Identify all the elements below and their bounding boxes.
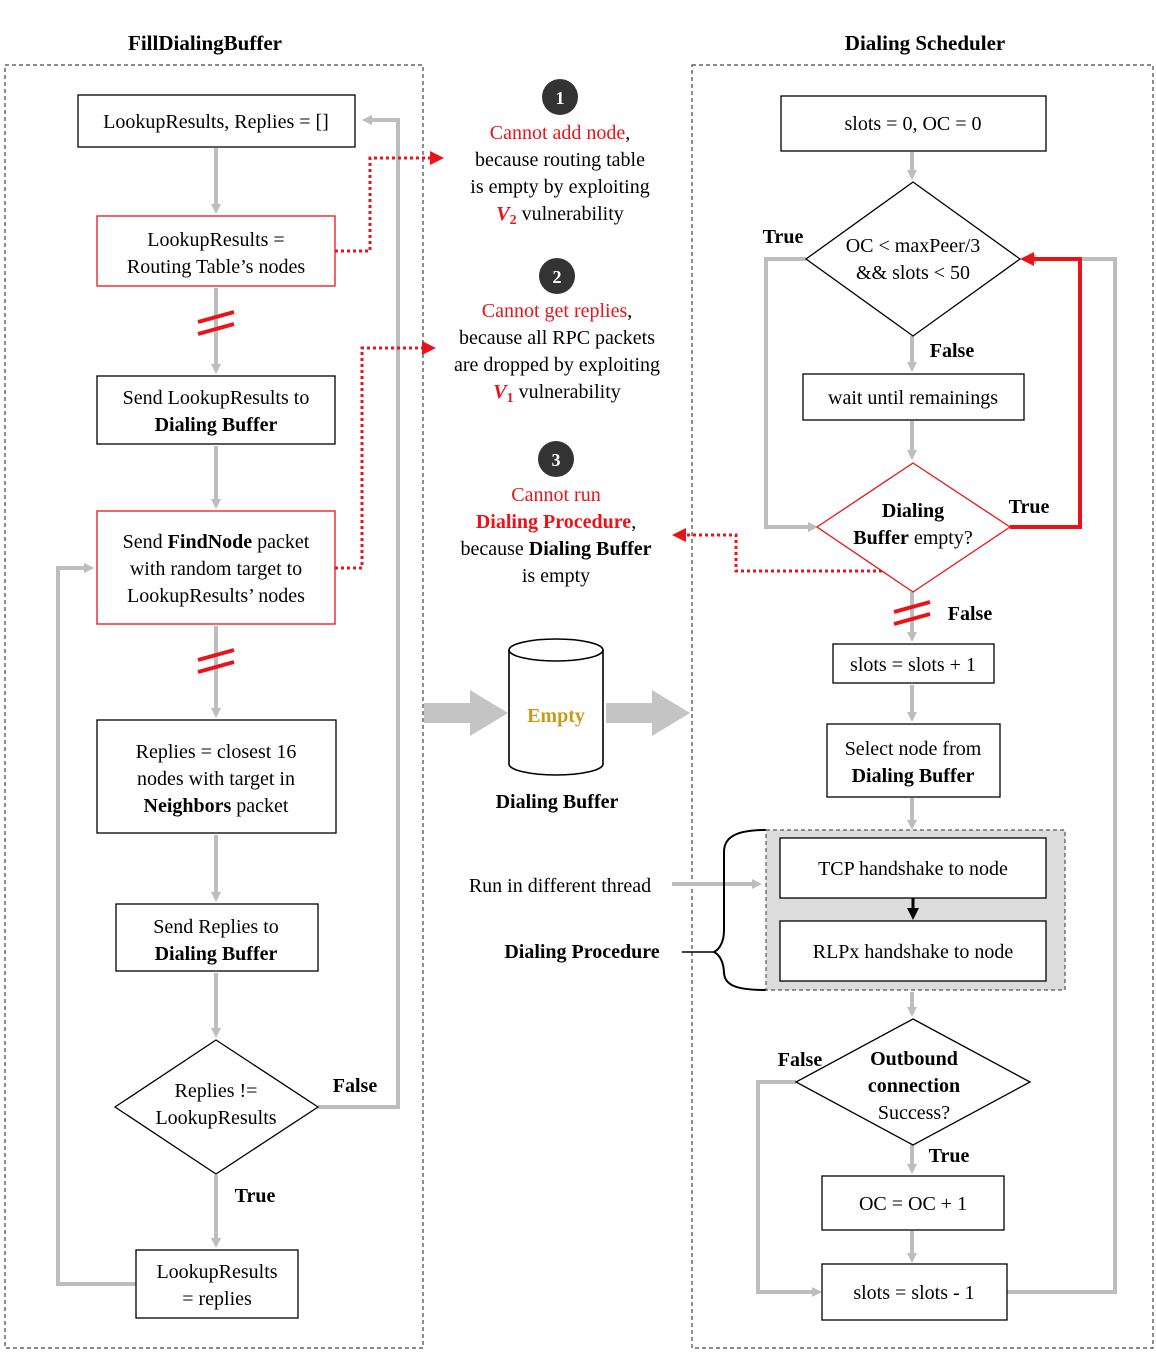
big-arrow-left (424, 690, 508, 736)
svg-text:Dialing Buffer: Dialing Buffer (852, 765, 975, 787)
box-init-left: LookupResults, Replies = [] (77, 94, 356, 148)
svg-text:&& slots < 50: && slots < 50 (856, 262, 970, 284)
break-mark-right (893, 600, 931, 626)
box-replies: Replies = closest 16 nodes with target i… (96, 719, 337, 834)
svg-text:slots = 0, OC = 0: slots = 0, OC = 0 (844, 113, 981, 135)
right-panel-border (691, 64, 1154, 1349)
svg-text:LookupResults =: LookupResults = (147, 229, 284, 251)
label-true-cond: True (763, 226, 804, 248)
box-slots-inc: slots = slots + 1 (832, 643, 995, 684)
svg-text:Outbound: Outbound (870, 1048, 958, 1070)
svg-text:wait until remainings: wait until remainings (828, 387, 998, 409)
svg-text:Dialing: Dialing (882, 500, 944, 522)
label-false-cond: False (930, 340, 975, 362)
box-slots-dec: slots = slots - 1 (821, 1263, 1008, 1321)
svg-text:Dialing Buffer: Dialing Buffer (155, 414, 278, 436)
box-assign-replies: LookupResults = replies (135, 1249, 299, 1319)
diamond-replies-check: Replies != LookupResults (113, 1039, 320, 1175)
svg-text:Dialing Buffer: Dialing Buffer (155, 943, 278, 965)
svg-text:slots = slots + 1: slots = slots + 1 (850, 654, 976, 676)
svg-text:LookupResults: LookupResults (155, 1107, 276, 1129)
true-loop-red (1010, 252, 1082, 529)
svg-text:Replies !=: Replies != (175, 1080, 258, 1102)
dialing-buffer-cylinder: Empty (508, 638, 604, 776)
label-false-left: False (333, 1075, 378, 1097)
svg-text:OC = OC + 1: OC = OC + 1 (859, 1193, 967, 1215)
svg-text:because Dialing Buffer: because Dialing Buffer (460, 538, 651, 560)
break-mark-left-2 (197, 648, 235, 674)
thread-label: Run in different thread (469, 875, 651, 897)
svg-text:are dropped by exploiting: are dropped by exploiting (454, 354, 660, 376)
diamond-buffer-empty: Dialing Buffer empty? (815, 462, 1012, 593)
svg-text:1: 1 (556, 88, 565, 108)
procedure-label: Dialing Procedure (504, 941, 659, 963)
buffer-state-label: Empty (527, 705, 585, 727)
annotation-1: 1 Cannot add node, because routing table… (470, 79, 650, 228)
box-tcp-handshake: TCP handshake to node (779, 837, 1047, 899)
svg-text:Send LookupResults to: Send LookupResults to (123, 387, 310, 409)
svg-text:Replies = closest 16: Replies = closest 16 (136, 741, 297, 763)
svg-text:Cannot add node,: Cannot add node, (490, 122, 631, 144)
left-panel-border (4, 64, 424, 1349)
svg-text:3: 3 (552, 450, 561, 470)
svg-text:TCP handshake to node: TCP handshake to node (818, 858, 1008, 880)
svg-text:nodes with target in: nodes with target in (137, 768, 295, 790)
svg-text:slots = slots - 1: slots = slots - 1 (853, 1282, 974, 1304)
svg-text:because all RPC packets: because all RPC packets (459, 327, 655, 349)
big-arrow-right (606, 690, 690, 736)
svg-text:LookupResults, Replies = []: LookupResults, Replies = [] (103, 111, 329, 133)
diamond-outbound-success: Outbound connection Success? (794, 1018, 1032, 1146)
svg-text:with random target to: with random target to (130, 558, 302, 580)
box-rlpx-handshake: RLPx handshake to node (779, 920, 1047, 982)
label-false-outbound: False (778, 1049, 823, 1071)
svg-text:Routing Table’s nodes: Routing Table’s nodes (127, 256, 305, 278)
svg-text:is empty by exploiting: is empty by exploiting (470, 176, 649, 198)
label-true-empty: True (1009, 496, 1050, 518)
svg-text:is empty: is empty (522, 565, 590, 587)
box-select-node: Select node from Dialing Buffer (826, 723, 1001, 798)
box-findnode: Send FindNode packet with random target … (96, 510, 336, 625)
svg-text:OC < maxPeer/3: OC < maxPeer/3 (846, 235, 981, 257)
box-init-right: slots = 0, OC = 0 (780, 95, 1047, 152)
annotation-link-1 (335, 151, 444, 253)
svg-text:RLPx handshake to node: RLPx handshake to node (813, 941, 1014, 963)
box-wait: wait until remainings (802, 373, 1025, 421)
svg-text:LookupResults: LookupResults (156, 1261, 277, 1283)
svg-text:2: 2 (553, 267, 562, 287)
annotation-link-2 (335, 341, 436, 570)
svg-text:V2 vulnerability: V2 vulnerability (496, 203, 624, 228)
svg-text:Cannot get replies,: Cannot get replies, (482, 300, 633, 322)
box-oc-inc: OC = OC + 1 (821, 1175, 1005, 1231)
left-connectors (56, 115, 400, 1286)
right-title: Dialing Scheduler (845, 31, 1005, 55)
label-false-empty: False (948, 603, 993, 625)
svg-text:Cannot run: Cannot run (511, 484, 600, 506)
dialing-buffer-label: Dialing Buffer (496, 791, 619, 813)
svg-text:Send FindNode packet: Send FindNode packet (123, 531, 310, 553)
annotation-3: 3 Cannot run Dialing Procedure, because … (460, 441, 652, 587)
svg-text:connection: connection (868, 1075, 960, 1097)
svg-text:because routing table: because routing table (475, 149, 645, 171)
svg-text:Select node from: Select node from (845, 738, 982, 760)
svg-text:Success?: Success? (878, 1102, 950, 1124)
annotation-link-3 (672, 528, 882, 573)
svg-text:LookupResults’ nodes: LookupResults’ nodes (127, 585, 305, 607)
annotation-2: 2 Cannot get replies, because all RPC pa… (454, 258, 660, 406)
box-send-replies: Send Replies to Dialing Buffer (115, 903, 319, 972)
label-true-left: True (235, 1185, 276, 1207)
diamond-slot-condition: OC < maxPeer/3 && slots < 50 (804, 181, 1022, 337)
label-true-outbound: True (929, 1145, 970, 1167)
svg-text:Dialing Procedure,: Dialing Procedure, (476, 511, 636, 533)
svg-text:Send Replies to: Send Replies to (153, 916, 279, 938)
svg-text:Buffer empty?: Buffer empty? (853, 527, 973, 549)
procedure-brace (711, 829, 767, 991)
svg-text:V1 vulnerability: V1 vulnerability (493, 381, 621, 406)
break-mark-left-1 (197, 310, 235, 336)
box-routing-table: LookupResults = Routing Table’s nodes (96, 215, 336, 287)
svg-text:= replies: = replies (182, 1288, 252, 1310)
box-send-lookup: Send LookupResults to Dialing Buffer (96, 375, 336, 445)
svg-text:Neighbors packet: Neighbors packet (144, 795, 289, 817)
left-title: FillDialingBuffer (128, 31, 282, 55)
